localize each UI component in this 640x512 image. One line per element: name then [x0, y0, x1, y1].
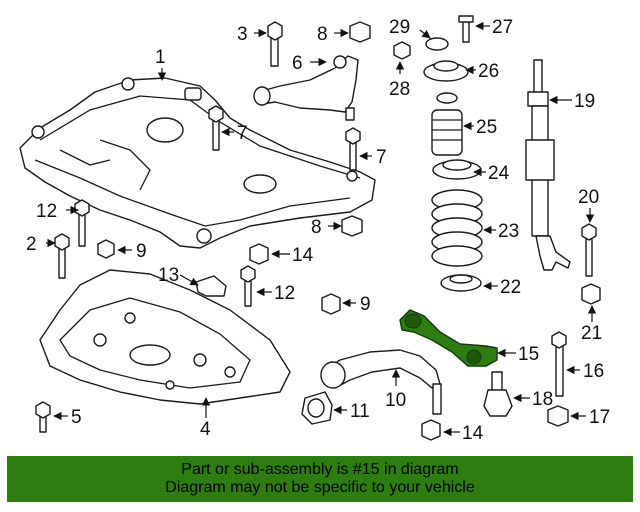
callout-28: 28 [389, 79, 410, 100]
callout-14a: 14 [292, 245, 314, 266]
callout-2: 2 [26, 234, 37, 255]
callout-21: 21 [581, 323, 602, 344]
callout-16: 16 [583, 361, 604, 382]
callout-22: 22 [500, 277, 521, 298]
callout-29: 29 [389, 17, 410, 38]
callout-12b: 12 [274, 283, 295, 304]
wishbone-arm [320, 349, 442, 415]
callout-13: 13 [158, 265, 179, 286]
upper-control-arm [253, 55, 359, 121]
spring-seats [432, 159, 482, 292]
dust-boot [431, 92, 463, 156]
callout-labels: 1 2 3 4 5 6 7 7 8 8 9 9 10 11 12 12 13 1… [26, 17, 610, 444]
callout-8b: 8 [311, 217, 322, 238]
callout-25: 25 [476, 117, 497, 138]
callout-4: 4 [200, 419, 211, 440]
callout-27: 27 [492, 17, 513, 38]
underbody-shield [39, 269, 291, 405]
coil-spring [431, 189, 483, 267]
callout-26: 26 [478, 61, 499, 82]
callout-11: 11 [350, 401, 370, 422]
banner-line-1: Part or sub-assembly is #15 in diagram [181, 461, 459, 478]
callout-9a: 9 [136, 241, 147, 262]
callout-17: 17 [589, 407, 610, 428]
banner-line-2: Diagram may not be specific to your vehi… [165, 479, 475, 496]
fasteners [35, 21, 601, 441]
shock-absorber [525, 59, 571, 271]
bushing [301, 391, 333, 425]
callout-8a: 8 [317, 24, 328, 45]
strut-mount [393, 15, 474, 82]
leader-lines [46, 21, 597, 437]
callout-20: 20 [578, 187, 599, 208]
callout-7a: 7 [237, 123, 248, 144]
callout-23: 23 [498, 221, 519, 242]
ball-joint [483, 371, 513, 417]
subframe [19, 77, 376, 249]
callout-9b: 9 [360, 294, 371, 315]
callout-24: 24 [488, 163, 510, 184]
callout-19: 19 [574, 91, 595, 112]
callout-12a: 12 [36, 201, 57, 222]
part-notice-banner: Part or sub-assembly is #15 in diagram D… [7, 456, 633, 502]
callout-1: 1 [155, 47, 166, 68]
callout-14b: 14 [462, 423, 484, 444]
callout-18: 18 [532, 389, 553, 410]
callout-15: 15 [518, 344, 539, 365]
suspension-parts-diagram: 1 2 3 4 5 6 7 7 8 8 9 9 10 11 12 12 13 1… [19, 15, 610, 444]
tension-strut-highlighted [399, 309, 498, 367]
callout-7b: 7 [376, 147, 387, 168]
callout-6: 6 [292, 53, 303, 74]
callout-3: 3 [237, 24, 248, 45]
callout-10: 10 [385, 390, 406, 411]
callout-5: 5 [71, 407, 82, 428]
